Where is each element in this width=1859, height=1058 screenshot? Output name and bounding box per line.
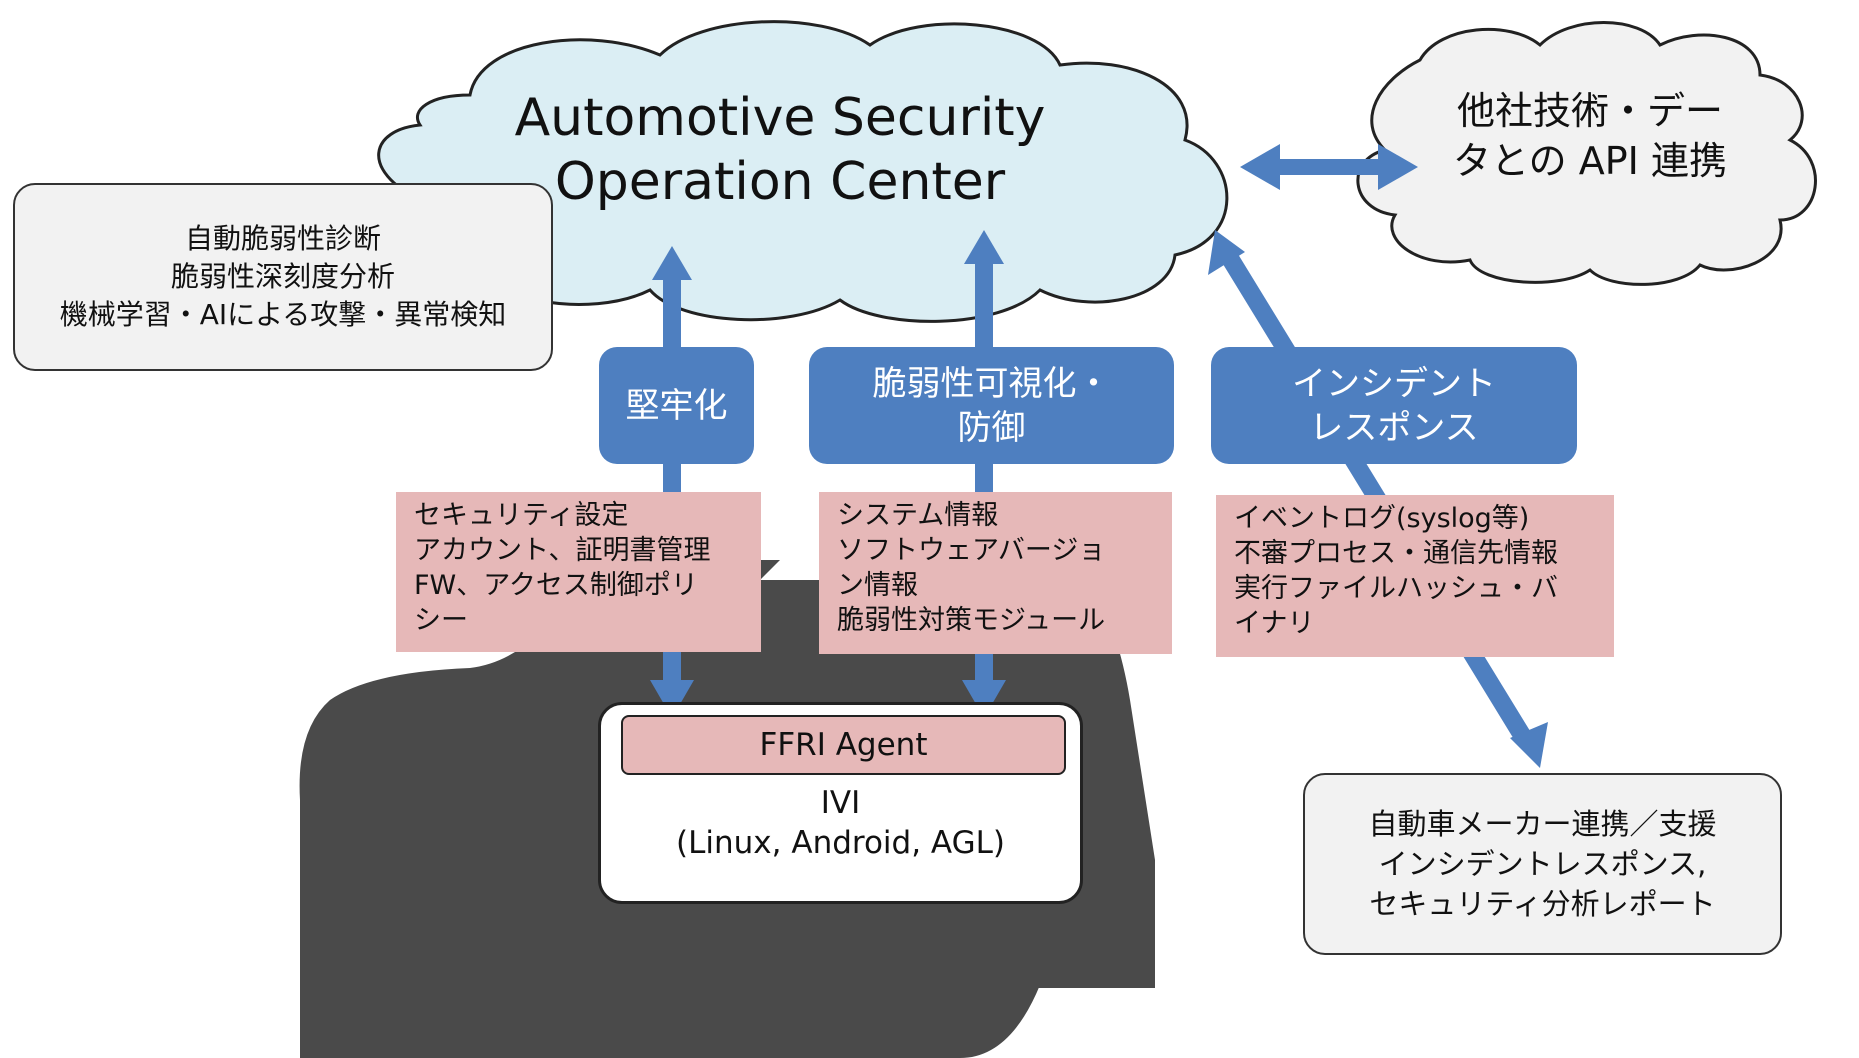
support-line: インシデントレスポンス, (1378, 847, 1707, 881)
system-info-line: ン情報 (837, 570, 918, 601)
hardening-arrow-up-head (652, 246, 692, 280)
incident-arrow-up-head (1208, 230, 1245, 275)
incident-label-line1: インシデント (1292, 363, 1496, 404)
event-log-box: イベントログ(syslog等) 不審プロセス・通信先情報 実行ファイルハッシュ・… (1216, 495, 1614, 657)
security-center-title-line2: Operation Center (554, 152, 1006, 212)
incident-arrow-down-head (1510, 722, 1548, 768)
visibility-label-line1: 脆弱性可視化・ (872, 363, 1111, 404)
security-settings-box: セキュリティ設定 アカウント、証明書管理 FW、アクセス制御ポリ シー (396, 492, 761, 652)
security-settings-line: シー (414, 605, 468, 636)
car-bumper (300, 900, 1155, 988)
system-info-line: ソフトウェアバージョ (837, 535, 1106, 566)
security-settings-line: FW、アクセス制御ポリ (414, 570, 698, 601)
visibility-arrow-down-head (962, 680, 1006, 718)
partner-api-line1: 他社技術・デー (1456, 89, 1723, 133)
ivi-box: FFRI Agent IVI (Linux, Android, AGL) (598, 702, 1083, 904)
security-settings-line: アカウント、証明書管理 (414, 535, 711, 566)
system-info-line: システム情報 (837, 500, 999, 531)
security-center-title: Automotive Security Operation Center (480, 86, 1080, 214)
hardening-label: 堅牢化 (599, 347, 754, 464)
event-log-line: イベントログ(syslog等) (1234, 503, 1530, 534)
api-arrow-shaft (1270, 159, 1390, 175)
incident-label-line2: レスポンス (1309, 407, 1479, 448)
support-line: 自動車メーカー連携／支援 (1368, 807, 1717, 841)
api-arrow-right-head (1378, 144, 1418, 190)
ffri-agent-label: FFRI Agent (759, 727, 928, 763)
event-log-line: 実行ファイルハッシュ・バ (1234, 573, 1558, 604)
hardening-arrow-down-head (650, 680, 694, 718)
analysis-line: 自動脆弱性診断 (184, 222, 381, 255)
security-center-title-line1: Automotive Security (514, 88, 1046, 148)
incident-label: インシデント レスポンス (1211, 347, 1577, 464)
analysis-line: 脆弱性深刻度分析 (170, 260, 395, 293)
visibility-arrow-up-head (964, 230, 1004, 264)
event-log-line: 不審プロセス・通信先情報 (1234, 538, 1558, 569)
visibility-label-line2: 防御 (957, 407, 1026, 448)
ffri-agent-box: FFRI Agent (621, 715, 1066, 775)
event-log-line: イナリ (1234, 608, 1315, 639)
ivi-label: IVI (Linux, Android, AGL) (601, 783, 1080, 863)
analysis-line: 機械学習・AIによる攻撃・異常検知 (59, 298, 507, 331)
partner-api-label: 他社技術・デー タとの API 連携 (1420, 86, 1760, 186)
support-box: 自動車メーカー連携／支援 インシデントレスポンス, セキュリティ分析レポート (1303, 773, 1782, 955)
analysis-box: 自動脆弱性診断 脆弱性深刻度分析 機械学習・AIによる攻撃・異常検知 (13, 183, 553, 371)
ivi-label-line1: IVI (820, 785, 861, 821)
visibility-label: 脆弱性可視化・ 防御 (809, 347, 1174, 464)
partner-cloud-shape (1356, 21, 1817, 286)
api-arrow-left-head (1240, 144, 1280, 190)
security-settings-line: セキュリティ設定 (414, 500, 629, 531)
system-info-box: システム情報 ソフトウェアバージョ ン情報 脆弱性対策モジュール (819, 492, 1172, 654)
partner-api-line2: タとの API 連携 (1453, 139, 1727, 183)
hardening-label-text: 堅牢化 (625, 385, 728, 426)
system-info-line: 脆弱性対策モジュール (837, 605, 1106, 636)
support-line: セキュリティ分析レポート (1369, 887, 1716, 921)
ivi-label-line2: (Linux, Android, AGL) (676, 825, 1005, 861)
